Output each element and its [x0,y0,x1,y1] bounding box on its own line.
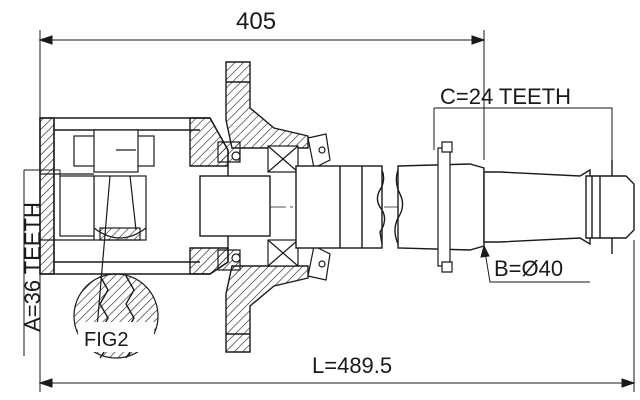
drive-shaft [199,163,591,251]
total-dimension [38,240,636,392]
bearing-inner [267,145,299,267]
leader-b [480,244,590,283]
total-length-label: L=489.5 [312,353,393,378]
shaft-diameter-label: B=Ø40 [494,256,564,281]
outer-spline-end [585,160,635,254]
tripod-roller [73,129,155,341]
seal-rings [217,133,331,281]
figure-label: FIG2 [84,329,129,351]
outer-spline-label: C=24 TEETH [440,84,572,109]
inner-spline-label: A=36 TEETH [20,202,45,332]
inner-spline [40,173,95,241]
snap-ring [437,141,453,273]
top-length-label: 405 [236,8,277,35]
fig2-detail [73,273,159,359]
leader-c [433,107,613,170]
mounting-flange [225,61,309,353]
top-dimension [38,30,486,160]
leader-a [23,169,61,356]
